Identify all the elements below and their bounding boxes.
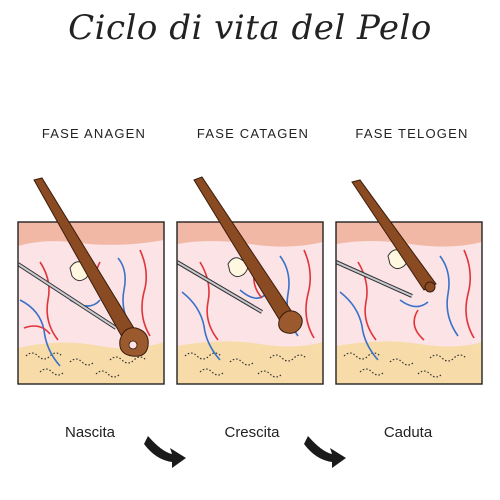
- skin-panel-catagen: [177, 222, 323, 384]
- arrector-muscle-fill: [336, 261, 413, 297]
- epidermis-layer: [18, 222, 164, 246]
- phase-label-catagen: FASE CATAGEN: [196, 126, 310, 141]
- epidermis-layer: [336, 222, 482, 247]
- vein-blue: [339, 255, 459, 361]
- stage-label-nascita: Nascita: [64, 424, 116, 441]
- artery-red: [23, 249, 151, 341]
- club-hair-root: [424, 281, 436, 293]
- arrow-icon: [304, 436, 346, 468]
- hair-shaft-telogen: [351, 179, 437, 291]
- phase-label-telogen: FASE TELOGEN: [355, 126, 469, 141]
- stage-label-caduta: Caduta: [383, 424, 433, 441]
- arrector-muscle-fill: [18, 263, 117, 329]
- fat-layer: [336, 341, 482, 384]
- skin-panel-anagen: [18, 222, 164, 384]
- stage-label-crescita: Crescita: [224, 424, 280, 441]
- panel-frame-anagen: [17, 221, 165, 385]
- phase-label-anagen: FASE ANAGEN: [41, 126, 147, 141]
- dermal-papilla: [128, 340, 138, 350]
- arrector-muscle-fill: [177, 261, 263, 313]
- panel-frame-catagen: [176, 221, 324, 385]
- hair-bulb-catagen: [278, 310, 303, 334]
- fat-layer: [177, 341, 323, 384]
- diagram-title: Ciclo di vita del Pelo: [68, 8, 432, 48]
- panel-frame-telogen: [335, 221, 483, 385]
- arrow-icon: [144, 436, 186, 468]
- epidermis-layer: [177, 222, 323, 247]
